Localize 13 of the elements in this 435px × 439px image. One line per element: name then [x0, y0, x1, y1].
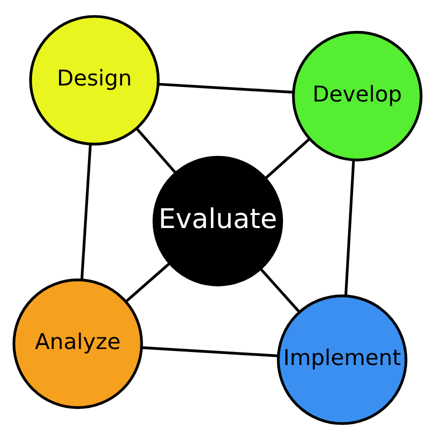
- node-circle: Develop: [292, 30, 422, 161]
- connector: [125, 262, 171, 302]
- connector: [136, 127, 177, 174]
- connector: [344, 159, 355, 296]
- node-circle: Evaluate: [152, 155, 284, 286]
- connector: [260, 267, 300, 312]
- node-circle: Analyze: [12, 278, 143, 408]
- connector: [80, 144, 92, 280]
- connector: [264, 138, 310, 179]
- node-circle: Design: [29, 14, 160, 146]
- node-circle: Implement: [276, 294, 408, 424]
- connector: [158, 82, 294, 94]
- connector: [142, 346, 278, 357]
